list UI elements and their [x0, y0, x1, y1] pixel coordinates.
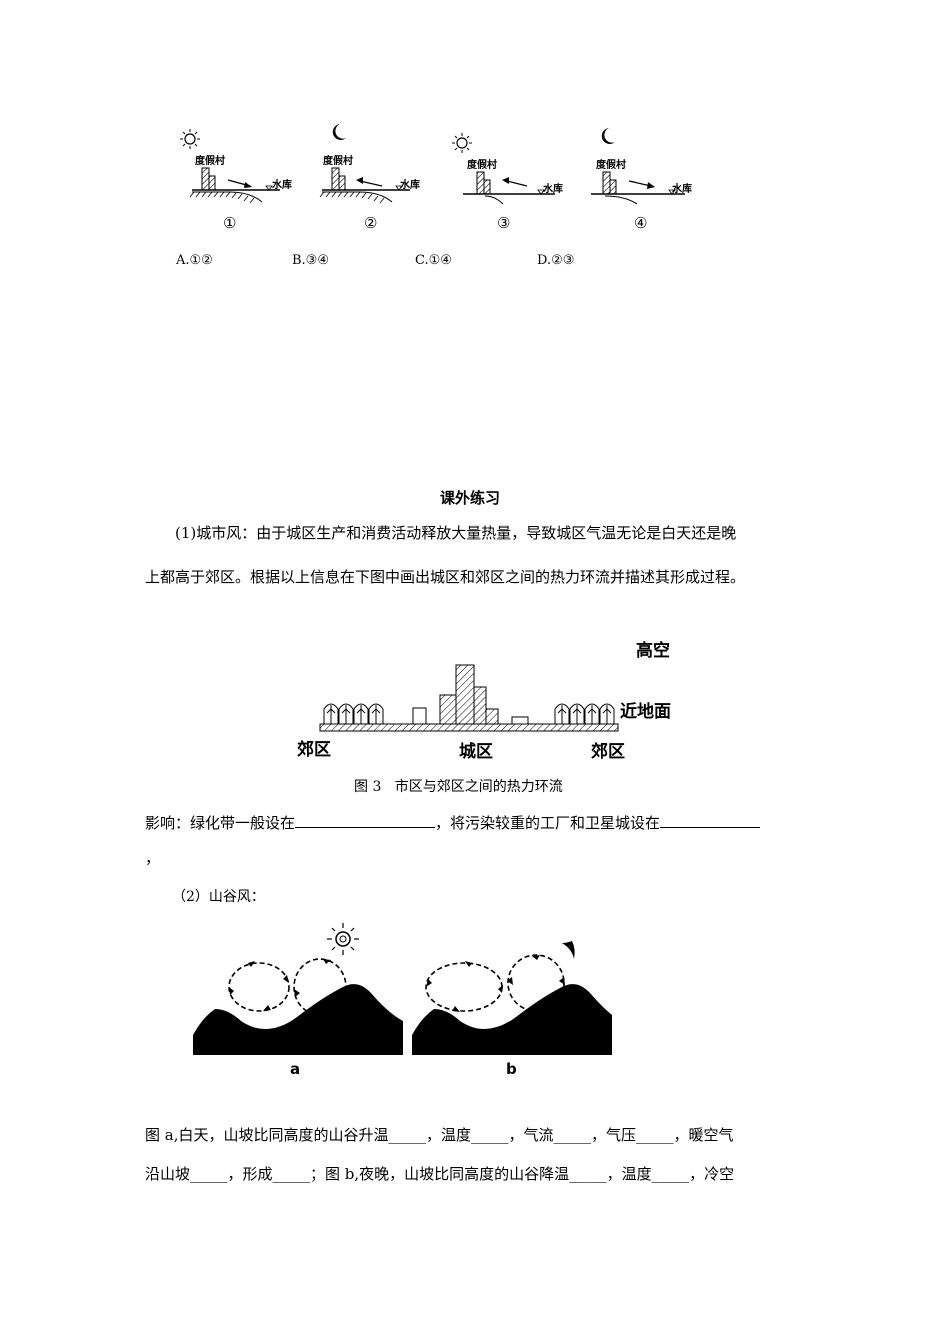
panel-number-4: ④	[634, 214, 648, 232]
influence-part-2: ，将污染较重的工厂和卫星城设在	[435, 814, 661, 832]
answer-blank-2[interactable]	[660, 813, 761, 828]
panel-2-diagram	[319, 124, 410, 204]
panel-1-diagram	[180, 129, 280, 204]
valley-diagram-b	[412, 941, 612, 1055]
trailing-comma: ，	[145, 849, 161, 867]
tree-icon	[323, 703, 384, 724]
panel-number-2: ②	[364, 214, 378, 232]
resort-label: 度假村	[195, 156, 225, 167]
reservoir-label: 水库	[543, 184, 563, 195]
valley-line-1: 图 a,白天，山坡比同高度的山谷升温_____，温度_____，气流_____，…	[145, 1126, 734, 1144]
paragraph-line-2: 上都高于郊区。根据以上信息在下图中画出城区和郊区之间的热力环流并描述其形成过程。	[145, 568, 746, 586]
reservoir-label: 水库	[272, 180, 292, 191]
resort-label: 度假村	[323, 156, 353, 167]
moon-icon	[332, 124, 346, 140]
panel-3-diagram	[452, 133, 555, 205]
moon-icon	[562, 941, 575, 959]
sun-icon	[180, 129, 200, 149]
option-a: A.①②	[176, 253, 213, 268]
reservoir-label: 水库	[400, 180, 420, 191]
city-label: 城区	[459, 742, 493, 762]
tree-icon	[554, 703, 615, 724]
sun-icon	[327, 923, 359, 955]
city-suburb-diagram	[319, 664, 619, 732]
option-d: D.②③	[537, 253, 575, 268]
section-title: 课外练习	[440, 489, 501, 507]
valley-diagram-a	[193, 923, 403, 1055]
suburb-left-label: 郊区	[297, 740, 331, 760]
figure-caption: 图 3 市区与郊区之间的热力环流	[354, 779, 563, 795]
high-altitude-label: 高空	[636, 641, 670, 661]
sun-icon	[452, 133, 472, 153]
near-ground-label: 近地面	[620, 702, 671, 722]
valley-line-2: 沿山坡_____，形成_____；图 b,夜晚，山坡比同高度的山谷降温_____…	[145, 1165, 735, 1183]
valley-label-b: b	[506, 1060, 517, 1078]
answer-blank-1[interactable]	[295, 813, 436, 828]
suburb-right-label: 郊区	[591, 742, 625, 762]
panel-number-3: ③	[497, 214, 511, 232]
reservoir-label: 水库	[672, 184, 692, 195]
valley-heading: （2）山谷风：	[172, 889, 265, 905]
resort-label: 度假村	[596, 160, 626, 171]
influence-line: 影响：绿化带一般设在 ，将污染较重的工厂和卫星城设在	[145, 812, 761, 833]
option-b: B.③④	[292, 253, 329, 268]
panel-number-1: ①	[223, 214, 237, 232]
paragraph-line-1: (1)城市风：由于城区生产和消费活动释放大量热量，导致城区气温无论是白天还是晚	[175, 524, 737, 542]
resort-label: 度假村	[467, 160, 497, 171]
panel-4-diagram	[591, 128, 685, 205]
influence-part-1: 影响：绿化带一般设在	[145, 814, 296, 832]
moon-icon	[601, 128, 615, 144]
valley-label-a: a	[290, 1060, 301, 1078]
option-c: C.①④	[415, 253, 452, 268]
